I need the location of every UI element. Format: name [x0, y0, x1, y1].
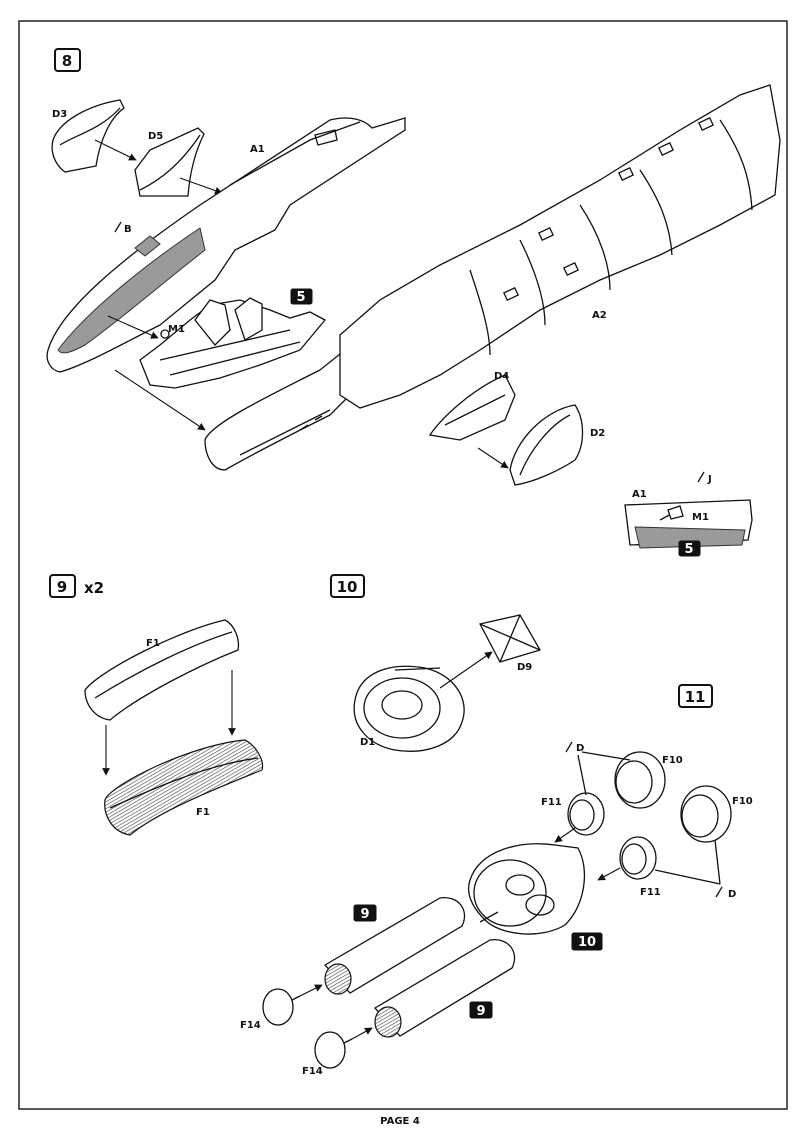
label-d9: D9 — [517, 662, 532, 673]
step-9: 9 x2 F1 F1 — [49, 574, 264, 836]
paint-brush-icon-j — [697, 471, 705, 483]
page-footer: PAGE 4 — [380, 1116, 420, 1127]
part-a1: A1 B — [46, 117, 406, 373]
step-11: 11 F10 F11 F10 F11 D D — [240, 684, 753, 1077]
ref-subassembly-5: 5 — [296, 290, 305, 305]
label-f10-b: F10 — [732, 796, 753, 807]
page-frame — [18, 20, 788, 1110]
part-d9: D9 — [479, 614, 541, 673]
step-11-number: 11 — [685, 688, 706, 706]
detail-inset: A1 J M1 5 — [624, 471, 753, 557]
step-9-multiplier: x2 — [84, 579, 104, 597]
label-f1-bottom: F1 — [196, 807, 210, 818]
part-f1-bottom: F1 — [104, 739, 264, 836]
paint-brush-icon-d-top — [565, 741, 573, 753]
label-a2: A2 — [592, 310, 607, 321]
arrow-d5 — [179, 177, 223, 195]
ref-9b: 9 — [476, 1004, 485, 1019]
part-f1-top: F1 — [84, 619, 240, 721]
label-f14-a: F14 — [240, 1020, 261, 1031]
label-d2: D2 — [590, 428, 605, 439]
part-d1: D1 — [353, 665, 465, 752]
part-d3: D3 — [51, 99, 125, 173]
label-f11-a: F11 — [541, 797, 562, 808]
paint-brush-icon-b — [114, 221, 122, 233]
label-b: B — [124, 224, 132, 235]
step-8-number: 8 — [62, 52, 72, 70]
arrow-f11-b — [597, 867, 621, 881]
part-nozzle-10: 10 — [467, 843, 603, 951]
label-f1-top: F1 — [146, 638, 160, 649]
label-d-bottom: D — [728, 889, 736, 900]
ref-10: 10 — [578, 935, 596, 950]
part-a2: A2 — [339, 84, 781, 409]
arrow-f11-a — [554, 827, 576, 843]
label-f11-b: F11 — [640, 887, 661, 898]
part-f10-a: F10 — [614, 751, 683, 809]
step-11-badge: 11 — [678, 684, 713, 708]
label-d3: D3 — [52, 109, 67, 120]
step-10: 10 D1 D9 — [330, 574, 541, 752]
part-f10-b: F10 — [680, 785, 753, 843]
part-lower-fuselage — [204, 348, 351, 471]
step-8-badge: 8 — [54, 48, 81, 72]
cockpit-subassembly: M1 5 — [139, 288, 327, 389]
part-f11-a: F11 — [541, 792, 605, 836]
label-d1: D1 — [360, 737, 375, 748]
label-d4: D4 — [494, 371, 509, 382]
label-a1: A1 — [250, 144, 265, 155]
step-8: 8 D3 D5 A1 B — [46, 48, 781, 557]
leader-d-top — [577, 751, 631, 796]
part-tube-9a: 9 — [323, 897, 466, 995]
label-inset-m1: M1 — [692, 512, 709, 523]
label-f14-b: F14 — [302, 1066, 323, 1077]
arrow-f14-b — [351, 1027, 373, 1040]
part-d4: D4 — [428, 371, 516, 441]
label-inset-j: J — [707, 474, 712, 485]
step-10-number: 10 — [337, 578, 358, 596]
ref-9a: 9 — [360, 907, 369, 922]
step-9-badge: 9 — [49, 574, 76, 598]
part-f14-a: F14 — [240, 988, 301, 1031]
part-d5: D5 — [134, 127, 205, 197]
arrow-f14-a — [299, 984, 323, 997]
arrow-d2 — [477, 447, 509, 469]
connector-nozzle — [479, 911, 499, 923]
arrow-cockpit — [114, 369, 206, 431]
leader-d-bottom — [654, 839, 721, 885]
paint-brush-icon-d-bottom — [715, 886, 723, 898]
part-f11-b: F11 — [619, 836, 661, 898]
part-d2: D2 — [509, 404, 605, 486]
step-10-badge: 10 — [330, 574, 365, 598]
label-m1: M1 — [168, 324, 185, 335]
label-f10-a: F10 — [662, 755, 683, 766]
step-9-number: 9 — [57, 578, 67, 596]
label-inset-a1: A1 — [632, 489, 647, 500]
ref-inset-5: 5 — [684, 542, 693, 557]
label-d5: D5 — [148, 131, 163, 142]
label-d-top: D — [576, 743, 584, 754]
arrow-m1 — [107, 315, 159, 339]
part-tube-9b: 9 — [373, 939, 516, 1038]
arrow-d9 — [439, 651, 493, 689]
part-f14-b: F14 — [302, 1031, 353, 1077]
arrow-d3 — [94, 139, 137, 161]
